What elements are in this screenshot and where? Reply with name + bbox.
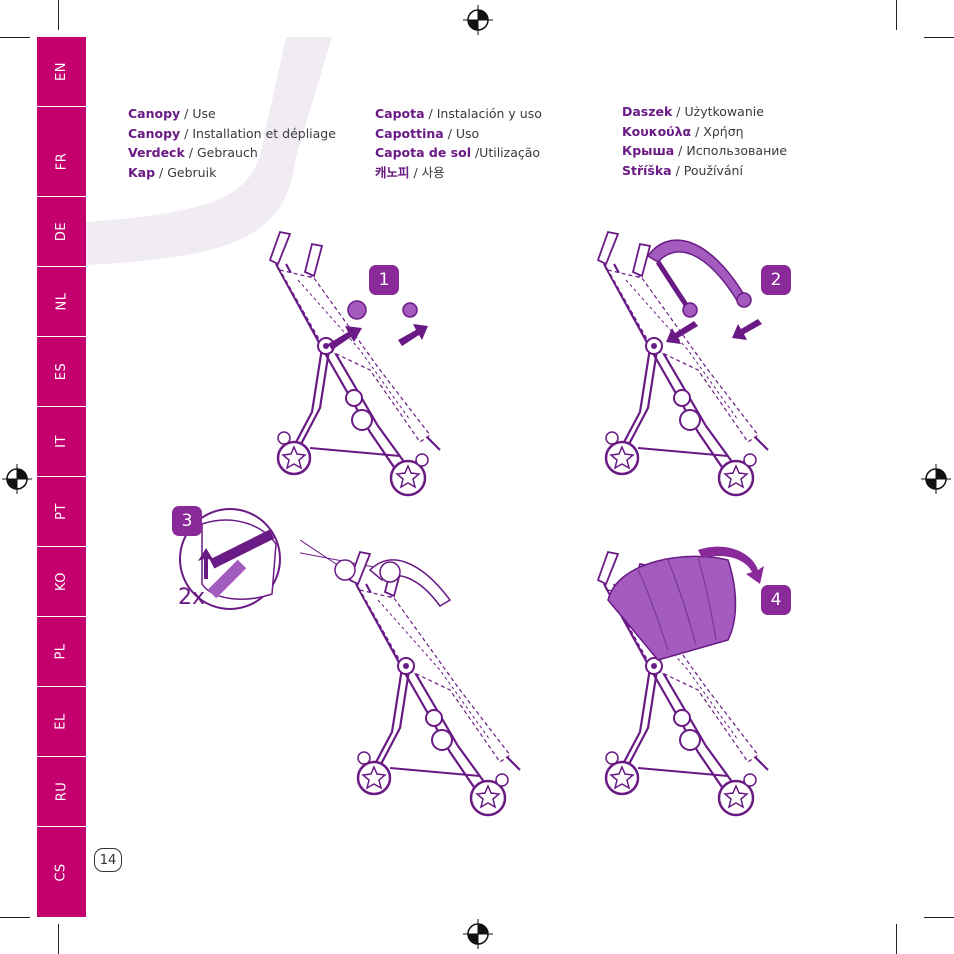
page-number: 14: [94, 848, 122, 872]
title-row: Capota / Instalación y uso: [375, 104, 542, 124]
title-text: / Používání: [671, 162, 743, 178]
arrow-icon: [698, 546, 764, 584]
header-column-2: Capota / Instalación y uso Capottina / U…: [375, 104, 542, 182]
crop-mark: [58, 924, 59, 954]
step-badge: 3: [172, 506, 202, 536]
crop-mark: [896, 924, 897, 954]
title-keyword: Verdeck: [128, 145, 185, 160]
background-swoosh: [86, 37, 332, 265]
step-badge: 1: [369, 265, 399, 295]
registration-mark-bottom: [463, 919, 493, 949]
title-keyword: Capottina: [375, 125, 444, 141]
title-text: / Использование: [674, 143, 788, 158]
step-1-illustration: [268, 230, 442, 497]
arrow-icon: [328, 326, 362, 350]
crop-mark: [896, 0, 897, 30]
lang-label: FR: [53, 152, 69, 171]
title-row: Daszek / Użytkowanie: [622, 102, 787, 122]
lang-tab-it[interactable]: IT: [37, 407, 86, 477]
lang-tab-es[interactable]: ES: [37, 337, 86, 407]
arrow-icon: [732, 319, 762, 340]
lang-label: ES: [54, 362, 69, 381]
lang-tab-el[interactable]: EL: [37, 687, 86, 757]
crop-mark: [0, 37, 30, 38]
step-badge: 2: [761, 265, 791, 295]
lang-label: CS: [54, 862, 69, 882]
title-text: /Utilização: [471, 145, 541, 160]
lang-label: PL: [54, 643, 69, 660]
lang-label: EL: [54, 713, 69, 730]
title-keyword: Крыша: [622, 143, 675, 158]
header-column-1: Canopy / Use Canopy / Installation et dé…: [128, 104, 336, 182]
lang-label: RU: [54, 781, 69, 802]
title-row: Κουκούλα / Χρήση: [622, 122, 787, 142]
step-2-illustration: [596, 230, 770, 497]
title-keyword: Stříška: [622, 162, 672, 178]
header-column-3: Daszek / Użytkowanie Κουκούλα / Χρήση Кр…: [622, 102, 787, 180]
lang-tab-fr[interactable]: FR: [37, 127, 86, 197]
title-keyword: Capota: [375, 106, 425, 121]
lang-label: KO: [53, 571, 69, 592]
lang-label: DE: [53, 221, 69, 242]
step-badge: 4: [761, 585, 791, 615]
title-text: / Instalación y uso: [424, 106, 542, 121]
registration-mark-left: [2, 464, 32, 494]
arrow-icon: [398, 324, 428, 346]
title-row: Canopy / Installation et dépliage: [128, 124, 336, 144]
title-text: / Uso: [443, 125, 480, 141]
title-row: Крыша / Использование: [622, 141, 787, 161]
lang-label: EN: [53, 62, 69, 81]
title-text: / Użytkowanie: [672, 104, 764, 119]
title-row: Canopy / Use: [128, 104, 336, 124]
title-row: 캐노피 / 사용: [375, 163, 542, 183]
lang-label: NL: [54, 292, 69, 311]
lang-tab-ru[interactable]: RU: [37, 757, 86, 827]
crop-mark: [924, 37, 954, 38]
language-sidebar: EN FR DE NL ES IT PT KO PL EL RU CS: [37, 37, 86, 917]
title-keyword: Capota de sol: [375, 145, 471, 160]
title-keyword: Canopy: [128, 106, 181, 121]
title-row: Verdeck / Gebrauch: [128, 143, 336, 163]
lang-tab-nl[interactable]: NL: [37, 267, 86, 337]
title-text: / 사용: [409, 164, 445, 180]
repeat-label: 2x: [178, 585, 206, 610]
crop-mark: [924, 917, 954, 918]
registration-mark-right: [921, 464, 951, 494]
title-row: Kap / Gebruik: [128, 163, 336, 183]
lang-tab-ko[interactable]: KO: [37, 547, 86, 617]
title-text: / Installation et dépliage: [180, 125, 336, 141]
step-3-illustration: [300, 540, 522, 817]
crop-mark: [0, 917, 30, 918]
arrow-icon: [666, 321, 698, 344]
title-text: / Use: [180, 106, 216, 121]
step-3-detail: [179, 508, 281, 610]
title-row: Stříška / Používání: [622, 161, 787, 181]
title-row: Capota de sol /Utilização: [375, 143, 542, 163]
lang-tab-pl[interactable]: PL: [37, 617, 86, 687]
lang-tab-en[interactable]: EN: [37, 37, 86, 107]
lang-tab-cs[interactable]: CS: [37, 827, 86, 917]
step-4-illustration: [596, 546, 770, 817]
lang-tab-de[interactable]: DE: [37, 197, 86, 267]
title-keyword: Canopy: [128, 125, 181, 141]
crop-mark: [58, 0, 59, 30]
lang-label: IT: [54, 435, 69, 448]
title-keyword: Κουκούλα: [622, 123, 692, 139]
title-keyword: Kap: [128, 164, 156, 180]
title-keyword: 캐노피: [375, 164, 410, 180]
title-text: / Χρήση: [691, 123, 744, 139]
lang-tab-pt[interactable]: PT: [37, 477, 86, 547]
lang-label: PT: [54, 503, 69, 520]
title-row: Capottina / Uso: [375, 124, 542, 144]
title-text: / Gebrauch: [184, 145, 258, 160]
title-keyword: Daszek: [622, 104, 673, 119]
registration-mark-top: [463, 5, 493, 35]
title-text: / Gebruik: [155, 164, 217, 180]
